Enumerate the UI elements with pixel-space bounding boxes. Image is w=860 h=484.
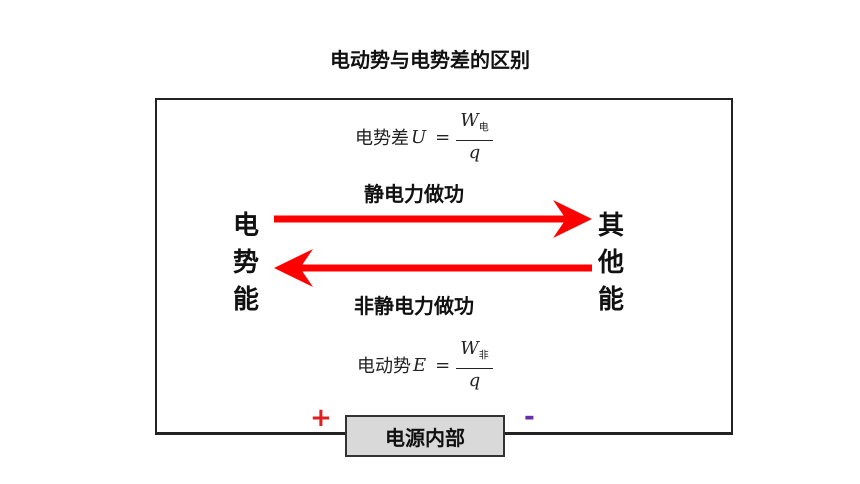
potential-energy-label: 电势能: [232, 211, 259, 315]
power-source-box: 电源内部: [345, 415, 505, 457]
other-energy-label: 其他能: [597, 211, 624, 315]
circuit-bottom-right-wire: [503, 432, 733, 435]
formula-bottom-numerator: W非: [456, 338, 493, 369]
formula-bottom-fraction: W非 q: [456, 338, 493, 393]
formula-bottom-equals: =: [435, 354, 451, 376]
formula-top-numerator: W电: [456, 110, 493, 141]
formula-bottom-name: 电动势: [357, 356, 411, 378]
minus-sign: -: [524, 402, 535, 432]
plus-sign: +: [310, 403, 332, 433]
formula-emf: 电动势 E = W非 q: [357, 338, 493, 393]
electrostatic-work-label: 静电力做功: [364, 182, 464, 206]
formula-bottom-denominator: q: [468, 369, 481, 391]
circuit-bottom-left-wire: [155, 432, 347, 435]
formula-top-fraction: W电 q: [456, 110, 493, 165]
page-title: 电动势与电势差的区别: [330, 48, 530, 72]
arrow-left: [274, 249, 592, 287]
formula-top-equals: =: [435, 126, 451, 148]
formula-top-denominator: q: [468, 141, 481, 163]
formula-top-variable: U: [411, 126, 427, 148]
circuit-outline: [155, 98, 733, 434]
arrow-right: [274, 200, 592, 238]
non-electrostatic-work-label: 非静电力做功: [354, 294, 474, 318]
formula-bottom-variable: E: [413, 354, 427, 376]
formula-potential-difference: 电势差 U = W电 q: [355, 110, 493, 165]
formula-top-name: 电势差: [355, 128, 409, 150]
